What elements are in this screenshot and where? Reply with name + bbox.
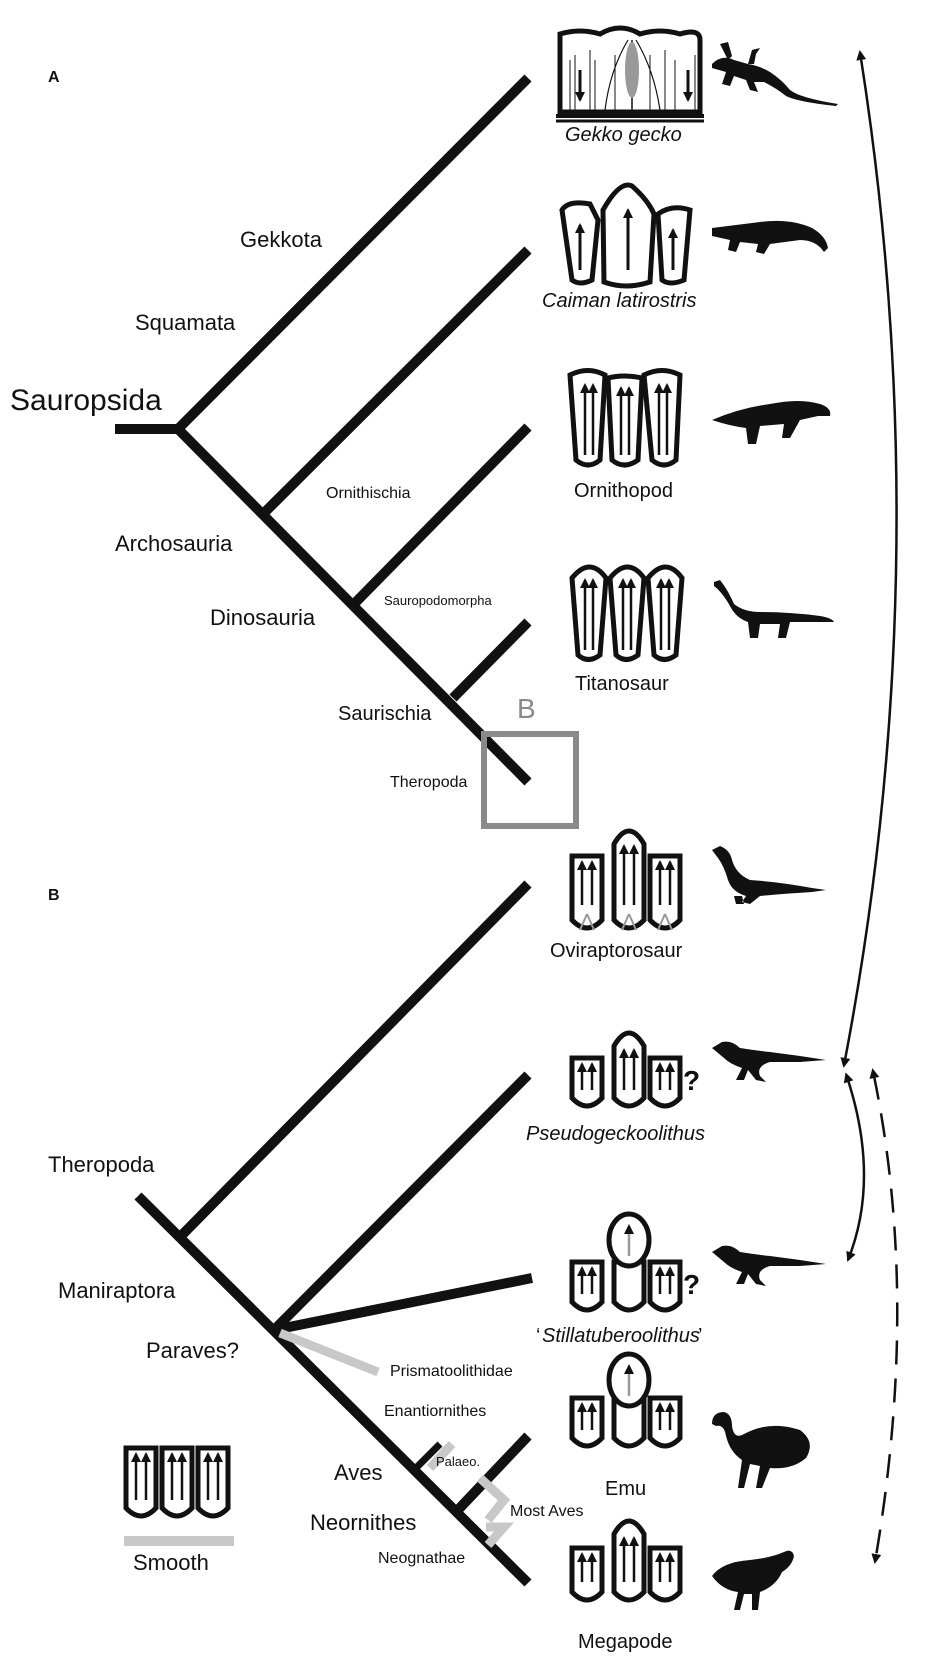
- titanosaur-silhouette-icon: [714, 580, 834, 638]
- tree-a: [115, 78, 528, 782]
- legend-smooth: Smooth: [133, 1550, 209, 1575]
- gekko-pseudogeckoolithus-arrow: [845, 52, 897, 1060]
- emu-eggshell-diagram: [572, 1354, 680, 1446]
- clade-sauropodomorpha: Sauropodomorpha: [384, 593, 492, 608]
- caiman-silhouette-icon: [712, 221, 828, 254]
- taxon-caiman-latirostris: Caiman latirostris: [542, 290, 696, 312]
- megapode-silhouette-icon: [712, 1551, 794, 1610]
- pseudogeckoolithus-eggshell-diagram: [572, 1033, 680, 1106]
- emu-silhouette-icon: [712, 1412, 810, 1488]
- panel-a-label: A: [48, 69, 60, 86]
- caiman-eggshell-diagram: [562, 185, 690, 286]
- taxon-emu: Emu: [605, 1478, 646, 1500]
- clade-gekkota: Gekkota: [240, 227, 323, 252]
- gecko-silhouette-icon: [712, 42, 838, 106]
- pseudogeckoolithus-megapode-dashed-arrow: [874, 1076, 897, 1562]
- clade-archosauria: Archosauria: [115, 531, 233, 556]
- clade-theropoda-a: Theropoda: [390, 774, 467, 791]
- panel-b-label: B: [48, 887, 60, 904]
- titanosaur-eggshell-diagram: [572, 567, 682, 660]
- taxon-megapode: Megapode: [578, 1631, 673, 1653]
- clade-theropoda-b: Theropoda: [48, 1152, 155, 1177]
- pseudogeckoolithus-branch: [274, 1075, 528, 1330]
- uncertain-affinity-mark-1: ?: [683, 1065, 700, 1096]
- stillatuberoolithus-eggshell-diagram: [572, 1214, 680, 1310]
- clade-most-aves: Most Aves: [510, 1503, 584, 1520]
- clade-neognathae: Neognathae: [378, 1550, 465, 1567]
- most-aves-bracket-upper: [480, 1478, 504, 1520]
- taxon-ornithopod: Ornithopod: [574, 480, 673, 502]
- stillatuberoolithus-close-quote: ’: [698, 1325, 702, 1347]
- taxon-titanosaur: Titanosaur: [575, 673, 669, 695]
- taxon-oviraptorosaur: Oviraptorosaur: [550, 940, 683, 962]
- oviraptorosaur-branch: [180, 884, 528, 1237]
- clade-maniraptora: Maniraptora: [58, 1278, 176, 1303]
- megapode-eggshell-diagram: [572, 1521, 680, 1600]
- clade-prismatoolithidae: Prismatoolithidae: [390, 1363, 513, 1380]
- clade-ornithischia: Ornithischia: [326, 485, 411, 502]
- clade-sauropsida: Sauropsida: [10, 384, 162, 417]
- clade-neornithes: Neornithes: [310, 1510, 416, 1535]
- clade-saurischia: Saurischia: [338, 703, 432, 725]
- inset-box-label: B: [517, 693, 536, 724]
- stillatuberoolithus-open-quote: ‘: [536, 1325, 540, 1347]
- sauropodomorpha-branch: [453, 622, 528, 698]
- ornithischia-branch: [354, 427, 528, 604]
- taxon-stillatuberoolithus: Stillatuberoolithus: [542, 1325, 700, 1347]
- squamata-branch: [178, 78, 528, 429]
- ornithopod-eggshell-diagram: [570, 371, 680, 466]
- oviraptorosaur-eggshell-diagram: [572, 831, 680, 930]
- uncertain-affinity-mark-2: ?: [683, 1269, 700, 1300]
- clade-squamata: Squamata: [135, 310, 236, 335]
- emu-branch: [456, 1436, 528, 1512]
- gekko-eggshell-diagram: [556, 28, 704, 121]
- most-aves-bracket-lower: [486, 1527, 504, 1545]
- oviraptorosaur-silhouette-icon: [712, 846, 826, 904]
- smooth-legend-diagram: [126, 1448, 228, 1516]
- clade-dinosauria: Dinosauria: [210, 605, 316, 630]
- stillatuberoolithus-theropod-silhouette-icon: [712, 1246, 826, 1286]
- clade-enantiornithes: Enantiornithes: [384, 1403, 486, 1420]
- taxon-pseudogeckoolithus: Pseudogeckoolithus: [526, 1123, 705, 1145]
- pseudogeckoolithus-theropod-silhouette-icon: [712, 1042, 826, 1082]
- ornithopod-silhouette-icon: [712, 401, 830, 444]
- clade-aves: Aves: [334, 1460, 383, 1485]
- pseudogeckoolithus-stillatuberoolithus-arrow: [848, 1080, 864, 1260]
- taxon-gekko-gecko: Gekko gecko: [565, 124, 682, 146]
- clade-paraves: Paraves?: [146, 1338, 239, 1363]
- clade-palaeognathae: Palaeo.: [436, 1454, 480, 1469]
